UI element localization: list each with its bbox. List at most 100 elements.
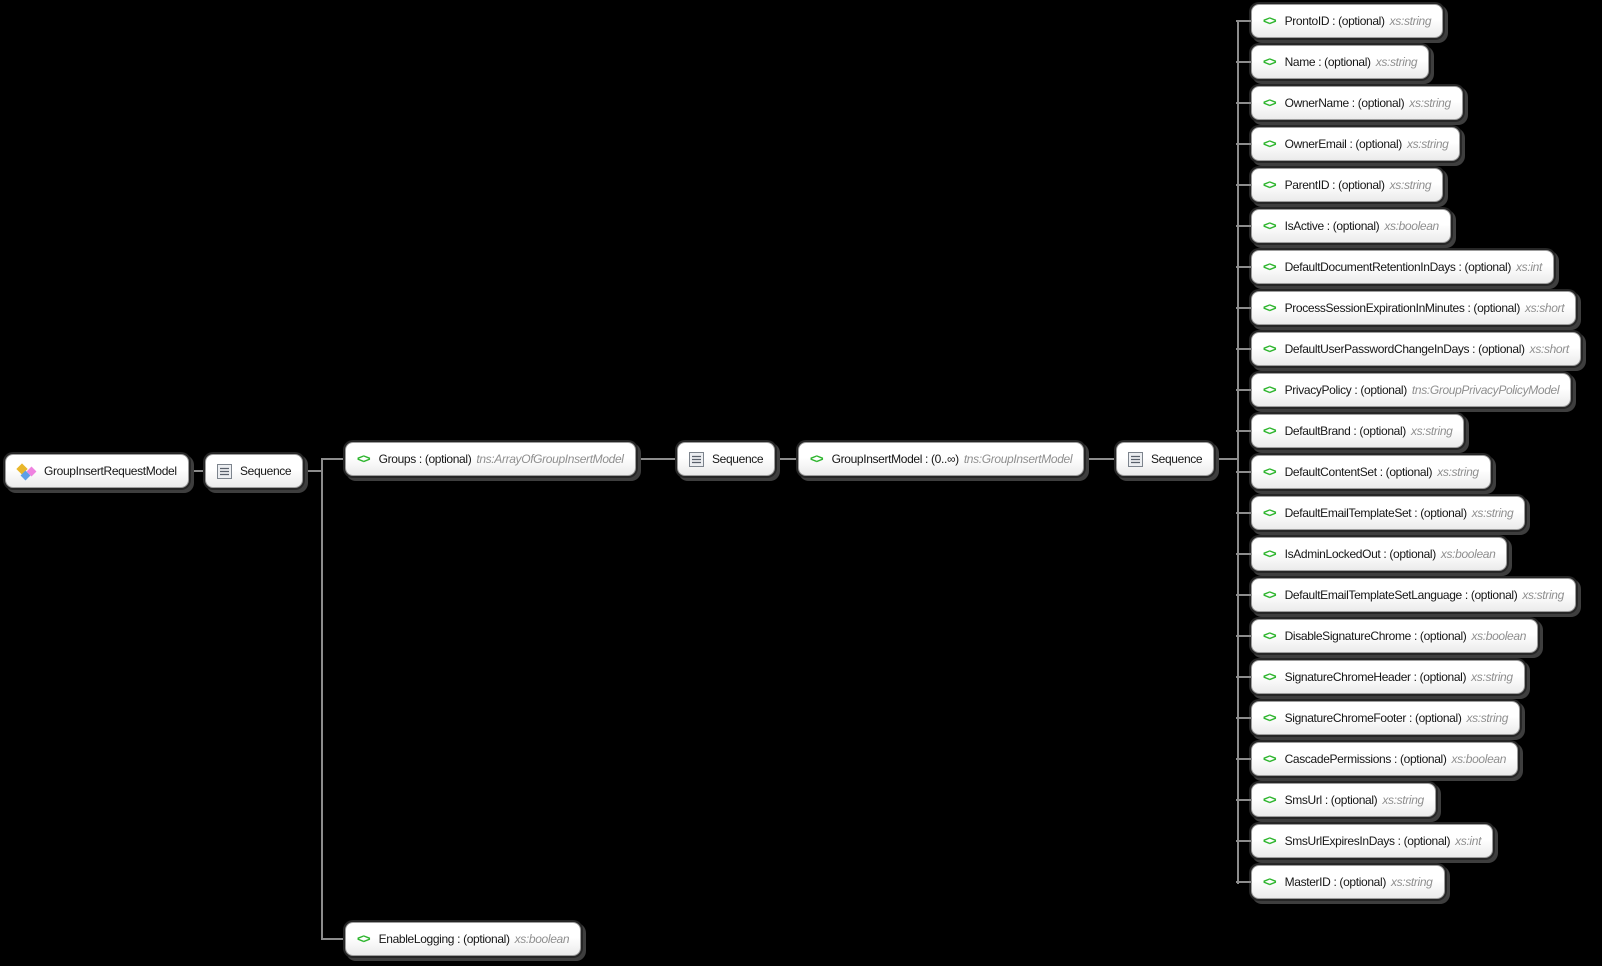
- element-icon: <>: [1263, 547, 1277, 561]
- element-label: CascadePermissions : (optional): [1284, 752, 1447, 766]
- element-node[interactable]: <> OwnerEmail : (optional) xs:string: [1235, 127, 1461, 161]
- element-node[interactable]: <> MasterID : (optional) xs:string: [1236, 865, 1445, 899]
- element-node[interactable]: <> DefaultDocumentRetentionInDays : (opt…: [1236, 250, 1554, 284]
- element-label: DefaultBrand : (optional): [1284, 424, 1407, 438]
- connector-branch-trunk: [321, 458, 323, 940]
- element-icon: <>: [1263, 793, 1277, 807]
- element-type: tns:GroupPrivacyPolicyModel: [1411, 383, 1560, 397]
- element-type: tns:GroupInsertModel: [963, 452, 1073, 466]
- element-type: xs:boolean: [1471, 629, 1527, 643]
- element-label: GroupInsertModel : (0..∞): [831, 452, 960, 466]
- element-icon: <>: [1263, 137, 1277, 151]
- element-node[interactable]: <> PrivacyPolicy : (optional) tns:GroupP…: [1235, 373, 1572, 407]
- element-type: xs:int: [1455, 834, 1482, 848]
- element-node[interactable]: <> SmsUrl : (optional) xs:string: [1236, 783, 1436, 817]
- element-icon: <>: [1263, 711, 1277, 725]
- element-type: xs:string: [1466, 711, 1509, 725]
- element-node[interactable]: <> IsActive : (optional) xs:boolean: [1236, 209, 1451, 243]
- element-icon: <>: [357, 452, 371, 466]
- element-node[interactable]: <> ProntoID : (optional) xs:string: [1235, 4, 1444, 38]
- element-node[interactable]: <> DefaultBrand : (optional) xs:string: [1235, 414, 1465, 448]
- element-node[interactable]: <> IsAdminLockedOut : (optional) xs:bool…: [1235, 537, 1508, 571]
- element-icon: <>: [810, 452, 824, 466]
- element-type: xs:string: [1382, 793, 1424, 807]
- element-icon: <>: [1263, 342, 1277, 356]
- element-label: OwnerEmail : (optional): [1284, 137, 1403, 151]
- element-icon: <>: [1263, 14, 1277, 28]
- element-node[interactable]: <> SignatureChromeFooter : (optional) xs…: [1235, 701, 1521, 735]
- element-type: xs:string: [1389, 14, 1432, 28]
- element-label: DefaultEmailTemplateSetLanguage : (optio…: [1284, 588, 1518, 602]
- element-icon: <>: [357, 932, 371, 946]
- element-label: MasterID : (optional): [1284, 875, 1387, 889]
- element-label: DefaultEmailTemplateSet : (optional): [1284, 506, 1468, 520]
- element-node[interactable]: <> DefaultEmailTemplateSetLanguage : (op…: [1236, 578, 1576, 612]
- element-node[interactable]: <> DisableSignatureChrome : (optional) x…: [1235, 619, 1539, 653]
- element-type: xs:short: [1524, 301, 1565, 315]
- element-node[interactable]: <> ParentID : (optional) xs:string: [1235, 168, 1444, 202]
- element-node[interactable]: <> DefaultEmailTemplateSet : (optional) …: [1235, 496, 1526, 530]
- element-label: DefaultUserPasswordChangeInDays : (optio…: [1284, 342, 1525, 356]
- node-sequence-1[interactable]: Sequence: [205, 454, 304, 488]
- element-type: xs:string: [1471, 506, 1514, 520]
- element-node[interactable]: <> ProcessSessionExpirationInMinutes : (…: [1235, 291, 1577, 325]
- node-groupinsertrequestmodel[interactable]: GroupInsertRequestModel: [5, 454, 189, 488]
- connector-to-groups: [321, 458, 347, 460]
- element-icon: <>: [1263, 383, 1277, 397]
- element-node[interactable]: <> Name : (optional) xs:string: [1235, 45, 1430, 79]
- connector-groups-sequence: [600, 458, 677, 460]
- node-groups[interactable]: <> Groups : (optional) tns:ArrayOfGroupI…: [345, 442, 636, 476]
- sequence-label: Sequence: [1151, 452, 1203, 466]
- element-label: Name : (optional): [1284, 55, 1371, 69]
- element-type: xs:string: [1375, 55, 1418, 69]
- node-sequence-3[interactable]: Sequence: [1116, 442, 1215, 476]
- element-type: xs:string: [1406, 137, 1449, 151]
- element-type: xs:string: [1522, 588, 1564, 602]
- element-type: xs:boolean: [514, 932, 570, 946]
- element-label: IsActive : (optional): [1284, 219, 1380, 233]
- element-label: SmsUrlExpiresInDays : (optional): [1284, 834, 1451, 848]
- element-label: SignatureChromeFooter : (optional): [1284, 711, 1462, 725]
- element-icon: <>: [1263, 588, 1277, 602]
- element-type: tns:ArrayOfGroupInsertModel: [476, 452, 624, 466]
- connector-groupinsertmodel-sequence: [1060, 458, 1116, 460]
- element-label: OwnerName : (optional): [1284, 96, 1405, 110]
- root-label: GroupInsertRequestModel: [44, 464, 177, 478]
- element-label: DisableSignatureChrome : (optional): [1284, 629, 1467, 643]
- node-enablelogging[interactable]: <> EnableLogging : (optional) xs:boolean: [345, 922, 582, 956]
- element-icon: <>: [1263, 875, 1277, 889]
- element-icon: <>: [1263, 260, 1277, 274]
- element-icon: <>: [1263, 629, 1277, 643]
- element-type: xs:int: [1516, 260, 1542, 274]
- element-label: PrivacyPolicy : (optional): [1284, 383, 1408, 397]
- element-type: xs:string: [1390, 875, 1433, 889]
- element-icon: <>: [1263, 55, 1277, 69]
- element-icon: <>: [1263, 219, 1277, 233]
- node-sequence-2[interactable]: Sequence: [677, 442, 776, 476]
- element-type: xs:string: [1471, 670, 1513, 684]
- element-label: SignatureChromeHeader : (optional): [1284, 670, 1467, 684]
- element-label: SmsUrl : (optional): [1284, 793, 1378, 807]
- element-node[interactable]: <> CascadePermissions : (optional) xs:bo…: [1235, 742, 1519, 776]
- element-type: xs:string: [1389, 178, 1432, 192]
- element-node[interactable]: <> OwnerName : (optional) xs:string: [1236, 86, 1463, 120]
- element-node[interactable]: <> SignatureChromeHeader : (optional) xs…: [1236, 660, 1525, 694]
- model-diamonds-icon: [16, 462, 37, 481]
- element-type: xs:boolean: [1440, 547, 1496, 561]
- sequence-list-icon: [1128, 451, 1143, 467]
- element-label: ParentID : (optional): [1284, 178, 1385, 192]
- element-icon: <>: [1263, 834, 1277, 848]
- element-node[interactable]: <> DefaultUserPasswordChangeInDays : (op…: [1236, 332, 1581, 366]
- element-node[interactable]: <> DefaultContentSet : (optional) xs:str…: [1236, 455, 1491, 489]
- element-type: xs:short: [1529, 342, 1570, 356]
- element-node[interactable]: <> SmsUrlExpiresInDays : (optional) xs:i…: [1235, 824, 1494, 858]
- element-type: xs:boolean: [1384, 219, 1439, 233]
- element-icon: <>: [1263, 301, 1277, 315]
- element-label: DefaultDocumentRetentionInDays : (option…: [1284, 260, 1512, 274]
- element-type: xs:string: [1409, 96, 1451, 110]
- element-label: EnableLogging : (optional): [378, 932, 510, 946]
- element-icon: <>: [1263, 670, 1277, 684]
- node-groupinsertmodel[interactable]: <> GroupInsertModel : (0..∞) tns:GroupIn…: [798, 442, 1085, 476]
- element-icon: <>: [1263, 752, 1277, 766]
